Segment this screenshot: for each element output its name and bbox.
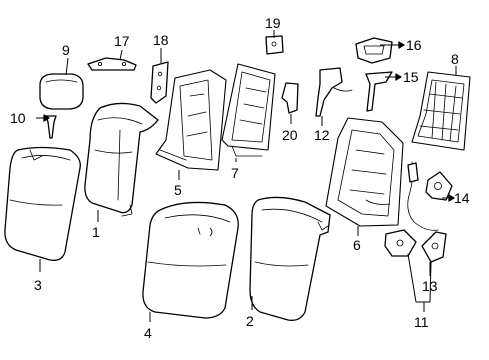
part-seatback-frame-right [325,117,404,227]
callout-labels: 1 2 3 4 5 6 7 8 9 10 11 12 13 14 15 16 1… [10,15,470,341]
callout-20: 20 [282,127,298,143]
callout-4: 4 [144,325,152,341]
part-latch [315,67,353,117]
part-headrest-guide [45,115,57,139]
part-striker-bracket [355,37,393,64]
part-seat-cushion-left [142,201,239,319]
part-cable-lock-assembly [407,161,453,231]
part-small-bracket [265,35,284,55]
callout-10: 10 [10,110,26,126]
callout-11: 11 [414,314,429,330]
callout-16: 16 [406,37,422,53]
callout-18: 18 [153,32,169,48]
part-seatback-frame-left [155,69,227,171]
callout-3: 3 [34,277,42,293]
callout-12: 12 [314,127,330,143]
part-seatback-pad [84,102,159,217]
callout-14: 14 [454,190,470,206]
callout-1: 1 [92,224,100,240]
leader-lines [36,30,457,322]
part-seatback-frame-center [221,63,276,157]
callout-6: 6 [353,237,361,253]
callout-17: 17 [114,33,130,49]
part-clip [281,82,299,114]
callout-2: 2 [246,313,254,329]
part-side-bracket [150,61,169,104]
callout-15: 15 [403,69,419,85]
callout-7: 7 [231,165,239,181]
callout-9: 9 [62,42,70,58]
callout-8: 8 [451,51,459,67]
callout-19: 19 [265,15,281,31]
leader-arrows [43,41,455,202]
callout-13: 13 [422,278,438,294]
part-seatback-cover-left [4,146,81,261]
part-left-plate [384,229,417,257]
part-headrest [39,73,84,110]
part-upper-bracket [87,57,137,71]
part-seat-cushion-right [249,196,331,321]
part-hook-bracket [365,71,393,112]
part-right-plate [421,231,447,263]
part-seatback-frame-far-right [411,71,471,151]
callout-5: 5 [174,182,182,198]
